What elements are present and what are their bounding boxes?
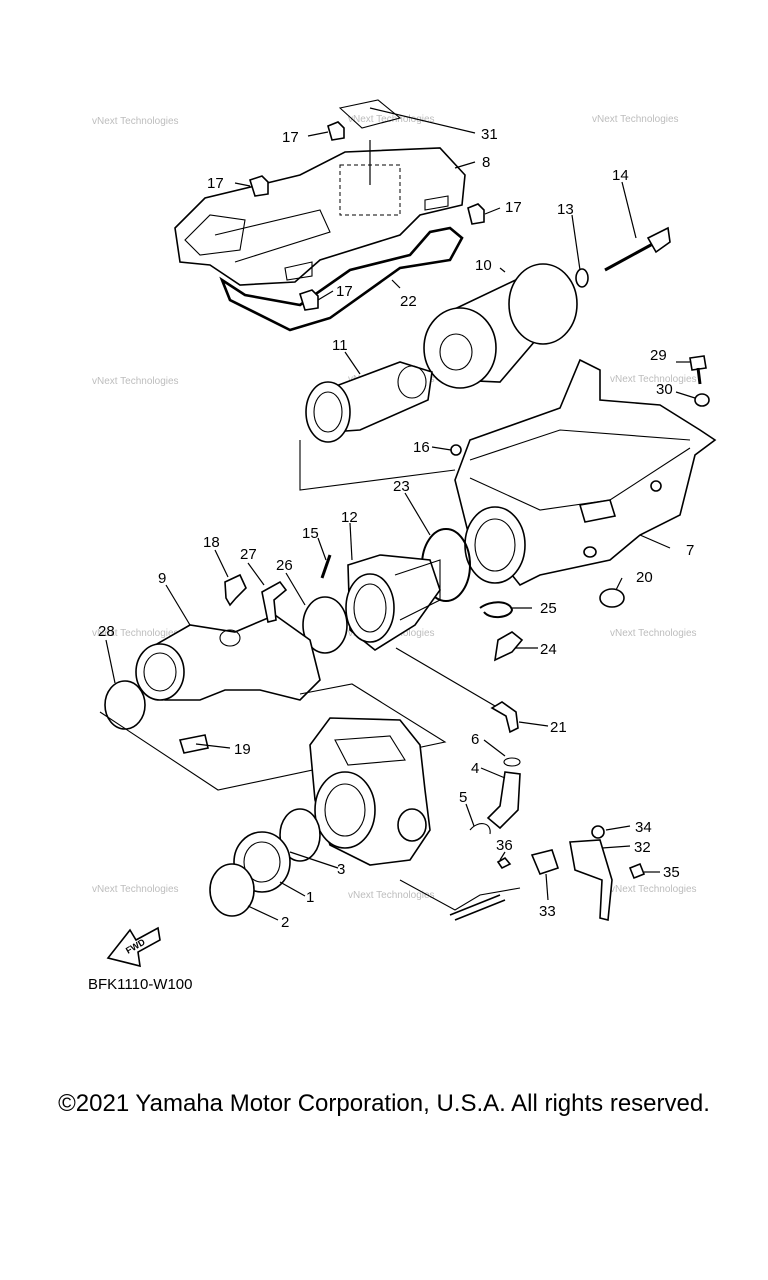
part-30-collar	[694, 393, 710, 407]
callout-17c: 17	[505, 199, 522, 216]
callout-5: 5	[459, 789, 467, 806]
callout-24: 24	[540, 641, 557, 658]
part-9-intake-duct	[135, 614, 321, 701]
part-2-clamp	[209, 863, 255, 917]
watermark-3: vNext Technologies	[592, 114, 679, 125]
callout-23: 23	[393, 478, 410, 495]
leader-box-throttle	[99, 683, 447, 791]
copyright-notice: ©2021 Yamaha Motor Corporation, U.S.A. A…	[58, 1090, 710, 1117]
part-29-bolt	[689, 355, 707, 385]
callout-10: 10	[475, 257, 492, 274]
part-11-filter-guide	[305, 361, 433, 443]
watermark-11: vNext Technologies	[348, 890, 435, 901]
callout-1: 1	[306, 889, 314, 906]
callout-36: 36	[496, 837, 513, 854]
callout-33: 33	[539, 903, 556, 920]
callout-25: 25	[540, 600, 557, 617]
callout-12: 12	[341, 509, 358, 526]
callout-15: 15	[302, 525, 319, 542]
part-16-nut	[450, 444, 462, 456]
callout-19: 19	[234, 741, 251, 758]
part-34-nut	[591, 825, 605, 839]
callout-17a: 17	[282, 129, 299, 146]
part-21-hose	[490, 701, 519, 734]
callout-26: 26	[276, 557, 293, 574]
watermark-1: vNext Technologies	[92, 116, 179, 127]
callout-32: 32	[634, 839, 651, 856]
part-32-bracket	[569, 839, 613, 922]
callout-3: 3	[337, 861, 345, 878]
callout-18: 18	[203, 534, 220, 551]
callout-30: 30	[656, 381, 673, 398]
part-12-joint	[345, 554, 441, 651]
leader-lines	[105, 107, 696, 921]
callout-16: 16	[413, 439, 430, 456]
part-3-clamp	[279, 808, 321, 862]
part-6-clamp	[503, 757, 521, 767]
leader-box-11	[299, 440, 456, 491]
callout-7: 7	[686, 542, 694, 559]
watermark-9: vNext Technologies	[610, 628, 697, 639]
callout-13: 13	[557, 201, 574, 218]
callout-11: 11	[332, 337, 348, 354]
part-19-drain	[178, 734, 209, 754]
part-18-sensor	[224, 573, 247, 607]
part-5-clip	[469, 823, 491, 835]
watermark-10: vNext Technologies	[92, 884, 179, 895]
callout-35: 35	[663, 864, 680, 881]
part-4-hose	[486, 771, 521, 830]
part-throttle-body	[309, 717, 431, 866]
part-15-bolt	[320, 554, 332, 579]
callout-17d: 17	[336, 283, 353, 300]
callout-4: 4	[471, 760, 479, 777]
callout-14: 14	[612, 167, 629, 184]
callout-labels: 31 17 8 17 17 14 13 10 22 17 11 29 30 16…	[98, 126, 694, 931]
callout-8: 8	[482, 154, 490, 171]
callout-22: 22	[400, 293, 417, 310]
part-27-fitting	[261, 580, 288, 623]
part-28-band	[104, 680, 146, 730]
callout-28: 28	[98, 623, 115, 640]
diagram-code: BFK1110-W100	[88, 976, 193, 993]
callout-6: 6	[471, 731, 479, 748]
part-17-clips	[249, 121, 485, 311]
part-25-clamp	[479, 601, 514, 618]
part-26-band	[302, 596, 348, 654]
part-14-bolt	[604, 226, 671, 272]
callout-31: 31	[481, 126, 498, 143]
leader-box-sensor	[399, 879, 521, 911]
watermark-2: vNext Technologies	[348, 114, 435, 125]
callout-29: 29	[650, 347, 667, 364]
tube-lines	[449, 894, 506, 921]
part-31-label	[338, 99, 402, 129]
fwd-arrow-icon: FWD	[106, 926, 161, 968]
callout-2: 2	[281, 914, 289, 931]
callout-34: 34	[635, 819, 652, 836]
callout-27: 27	[240, 546, 257, 563]
part-33-solenoid	[530, 849, 560, 875]
part-7-air-box-case	[454, 358, 717, 587]
callout-20: 20	[636, 569, 653, 586]
part-36-bolt	[496, 856, 512, 870]
part-20-plug	[599, 588, 625, 608]
watermark-6: vNext Technologies	[610, 374, 697, 385]
callout-9: 9	[158, 570, 166, 587]
part-13-washer	[575, 268, 589, 288]
part-35-bolt	[628, 862, 646, 880]
callout-17b: 17	[207, 175, 224, 192]
part-24-holder	[493, 631, 524, 662]
watermark-12: vNext Technologies	[610, 884, 697, 895]
part-10-air-filter	[423, 263, 578, 389]
callout-21: 21	[550, 719, 567, 736]
part-8-air-box-cover	[174, 147, 466, 286]
watermark-7: vNext Technologies	[92, 628, 179, 639]
watermark-4: vNext Technologies	[92, 376, 179, 387]
